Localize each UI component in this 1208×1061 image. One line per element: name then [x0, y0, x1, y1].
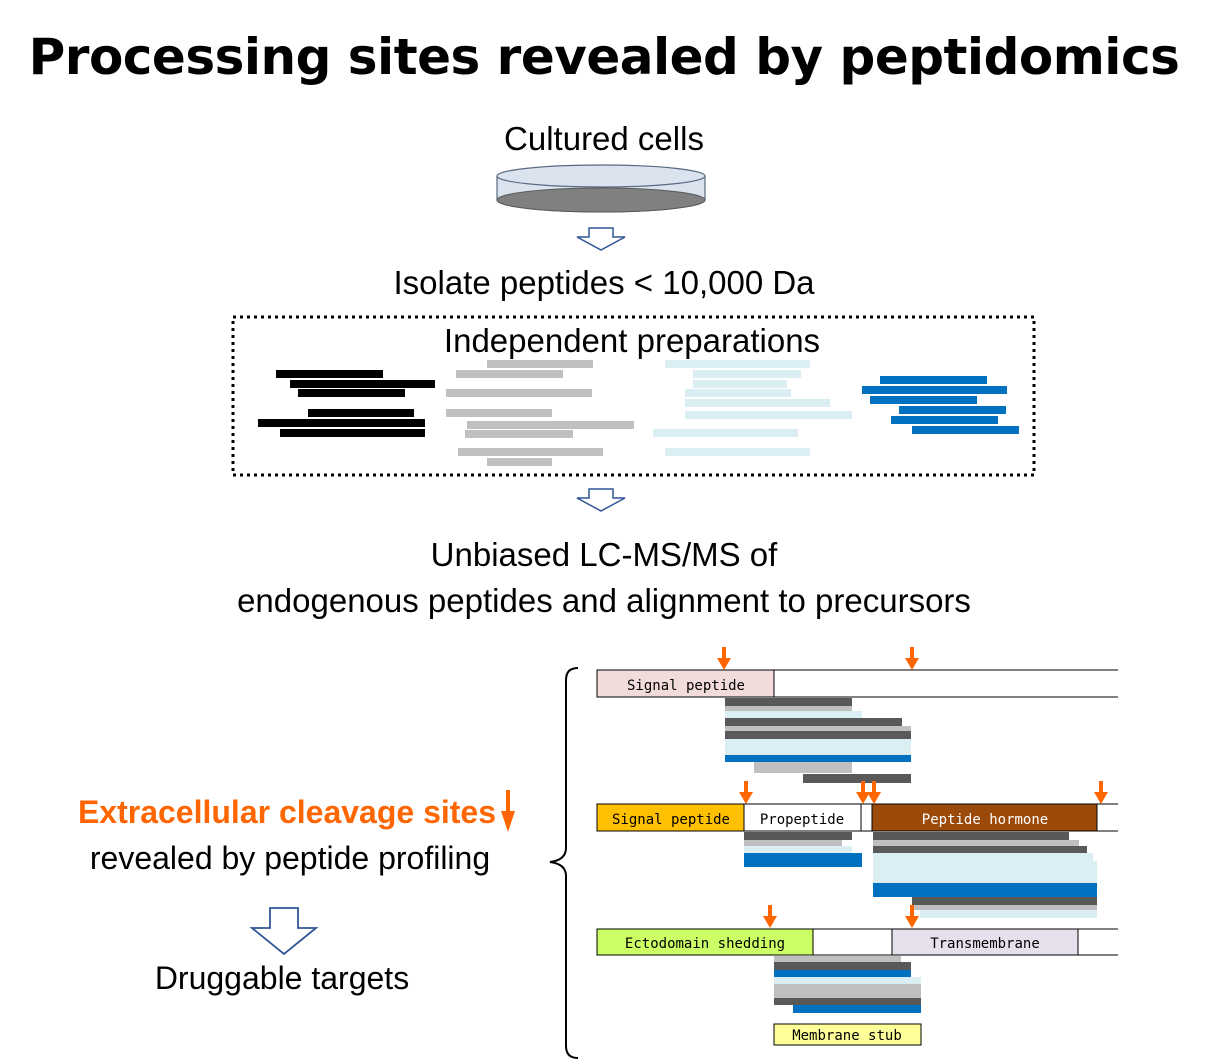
lcms-label-line1: Unbiased LC-MS/MS of	[430, 536, 778, 573]
cleavage-arrow-icon	[717, 647, 919, 670]
down-arrow-icon	[249, 907, 319, 956]
peptide-hormone-label: Peptide hormone	[922, 812, 1048, 828]
cultured-cells-label: Cultured cells	[504, 120, 704, 157]
membrane-stub-box	[773, 1023, 922, 1046]
cleavage-arrow-icon	[739, 781, 1108, 804]
propeptide-label: Propeptide	[760, 812, 844, 828]
signal-peptide-box	[596, 669, 775, 698]
transmembrane-label: Transmembrane	[930, 936, 1040, 952]
propeptide-box	[743, 803, 862, 832]
culture-dish-icon	[496, 164, 706, 213]
brace-icon	[549, 667, 579, 1059]
preparations-box	[231, 315, 1036, 477]
peptide-hormone-box	[871, 803, 1098, 832]
precursor-2: Signal peptide Propeptide Peptide hormon…	[596, 781, 1118, 918]
precursor-3: Ectodomain shedding Transmembrane Membra…	[596, 905, 1118, 1046]
signal-peptide-label: Signal peptide	[627, 678, 745, 694]
preparation-black	[258, 370, 435, 437]
peptide-alignments	[725, 698, 911, 783]
down-arrow-icon	[576, 488, 626, 512]
preparation-lightblue	[653, 360, 852, 456]
preparation-blue	[862, 376, 1019, 434]
lcms-label-line2: endogenous peptides and alignment to pre…	[237, 582, 971, 619]
ectodomain-shedding-box	[596, 928, 814, 956]
orange-down-arrow-icon	[501, 790, 515, 832]
extracellular-cleavage-label: Extracellular cleavage sites	[77, 794, 496, 830]
druggable-targets-label: Druggable targets	[154, 960, 410, 996]
preparation-gray	[446, 360, 634, 466]
precursor-1: Signal peptide	[596, 647, 1118, 783]
isolate-peptides-label: Isolate peptides < 10,000 Da	[393, 264, 815, 301]
page-title: Processing sites revealed by peptidomics	[28, 28, 1180, 86]
cleavage-arrow-icon	[763, 905, 919, 928]
peptide-alignments	[744, 832, 1097, 918]
membrane-stub-label: Membrane stub	[792, 1028, 902, 1044]
ectodomain-shedding-label: Ectodomain shedding	[625, 936, 785, 952]
down-arrow-icon	[576, 227, 626, 251]
signal-peptide-label: Signal peptide	[612, 812, 730, 828]
transmembrane-box	[891, 928, 1079, 956]
independent-preparations-label: Independent preparations	[443, 322, 821, 359]
peptide-alignments	[774, 956, 921, 1013]
peptide-profiling-label: revealed by peptide profiling	[89, 840, 491, 876]
